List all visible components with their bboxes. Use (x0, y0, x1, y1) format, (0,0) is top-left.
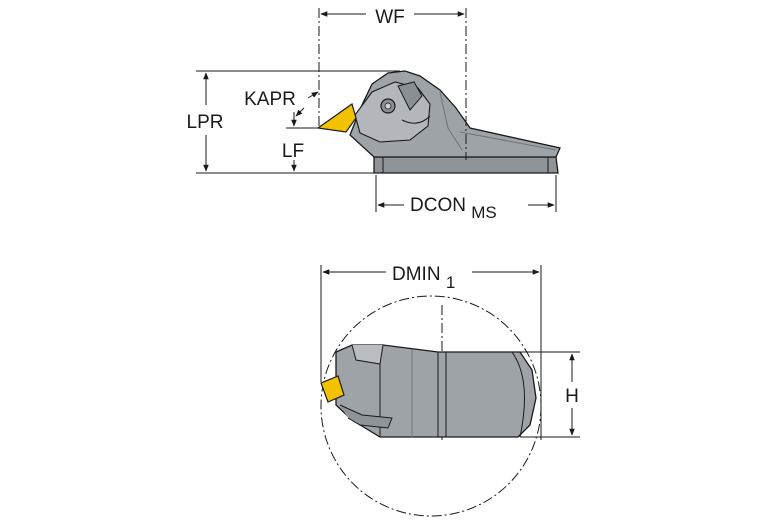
dmin-main: DMIN (392, 264, 441, 285)
cutting-insert (316, 103, 357, 133)
dcon-main: DCON (410, 195, 466, 216)
kapr-label: KAPR (244, 89, 296, 110)
front-insert (320, 375, 345, 403)
front-view: DMIN 1 H (320, 264, 580, 517)
dcon-sub: MS (471, 203, 497, 222)
dmin-label: DMIN 1 (392, 264, 455, 292)
side-view: WF LPR KAPR LF DCON MS (187, 7, 561, 222)
lpr-label: LPR (187, 112, 224, 133)
dmin-sub: 1 (446, 273, 455, 292)
lf-label: LF (282, 141, 304, 162)
wf-label: WF (375, 7, 405, 28)
dcon-label: DCON MS (410, 195, 497, 222)
h-label: H (565, 386, 579, 407)
